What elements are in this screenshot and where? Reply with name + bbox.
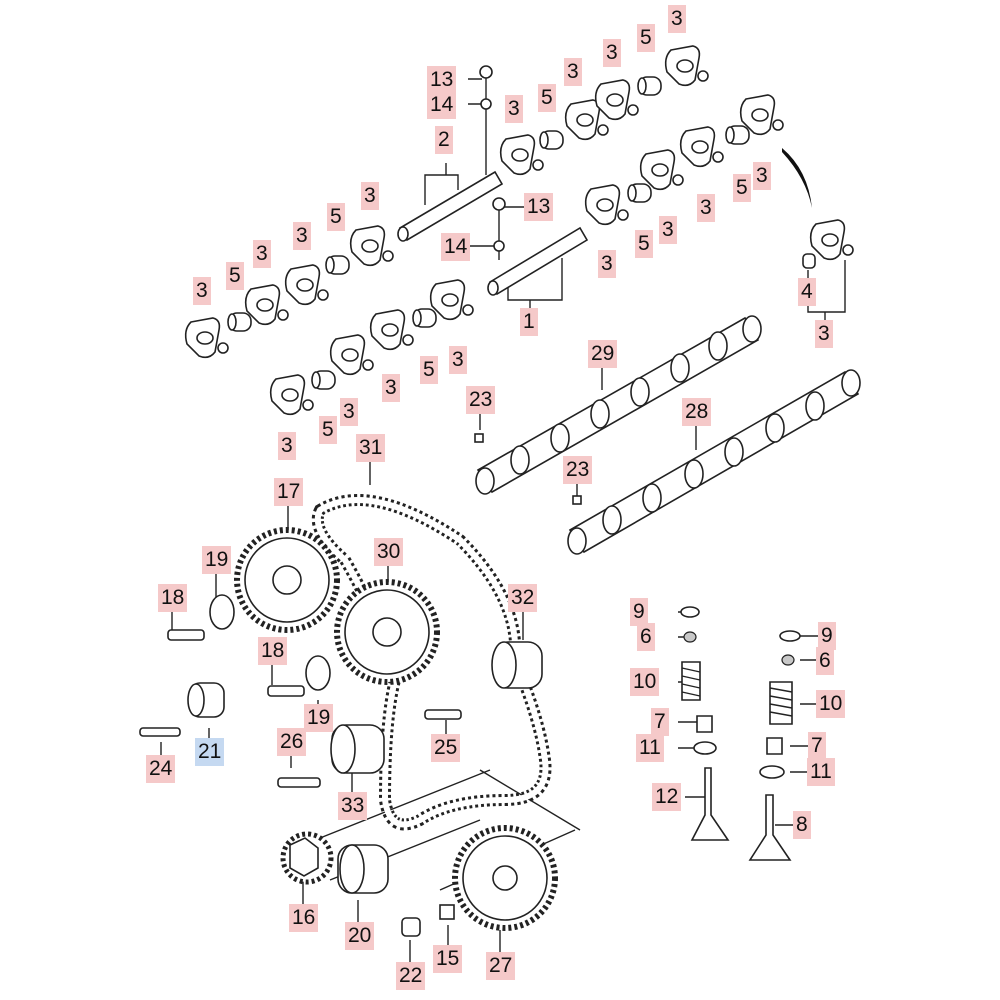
callout-31[interactable]: 31 xyxy=(356,434,386,462)
callout-3[interactable]: 3 xyxy=(193,277,211,305)
idler-32 xyxy=(491,641,543,689)
callout-10[interactable]: 10 xyxy=(630,668,660,696)
callout-3[interactable]: 3 xyxy=(603,39,621,67)
callout-11[interactable]: 11 xyxy=(636,734,664,762)
callout-20[interactable]: 20 xyxy=(345,922,375,950)
callout-25[interactable]: 25 xyxy=(431,734,461,762)
callout-9[interactable]: 9 xyxy=(630,598,648,626)
callout-5[interactable]: 5 xyxy=(635,230,653,258)
callout-5[interactable]: 5 xyxy=(327,203,345,231)
callout-13[interactable]: 13 xyxy=(427,66,457,94)
callout-24[interactable]: 24 xyxy=(146,755,176,783)
callout-7[interactable]: 7 xyxy=(651,708,669,736)
callout-5[interactable]: 5 xyxy=(538,84,556,112)
callout-3[interactable]: 3 xyxy=(253,240,271,268)
callout-10[interactable]: 10 xyxy=(816,690,846,718)
callout-21[interactable]: 21 xyxy=(195,738,225,766)
valve-assembly-right xyxy=(748,630,801,861)
callout-29[interactable]: 29 xyxy=(588,340,618,368)
callout-30[interactable]: 30 xyxy=(374,538,404,566)
callout-27[interactable]: 27 xyxy=(486,952,516,980)
callout-18[interactable]: 18 xyxy=(258,637,288,665)
callout-19[interactable]: 19 xyxy=(304,704,334,732)
idler-21 xyxy=(187,682,225,718)
callout-14[interactable]: 14 xyxy=(427,91,457,119)
callout-8[interactable]: 8 xyxy=(793,811,811,839)
callout-9[interactable]: 9 xyxy=(818,622,836,650)
callout-32[interactable]: 32 xyxy=(508,584,538,612)
callout-6[interactable]: 6 xyxy=(816,647,834,675)
cam-sprocket-30 xyxy=(334,579,440,685)
callout-5[interactable]: 5 xyxy=(319,416,337,444)
sprocket-27 xyxy=(452,825,558,931)
valve-assembly-left xyxy=(680,606,730,841)
callout-14[interactable]: 14 xyxy=(441,233,471,261)
callout-16[interactable]: 16 xyxy=(289,904,319,932)
callout-28[interactable]: 28 xyxy=(682,398,712,426)
callout-12[interactable]: 12 xyxy=(652,783,682,811)
callout-3[interactable]: 3 xyxy=(505,95,523,123)
callout-3[interactable]: 3 xyxy=(278,432,296,460)
callout-11[interactable]: 11 xyxy=(807,758,835,786)
callout-3[interactable]: 3 xyxy=(753,162,771,190)
rocker-shaft-lower xyxy=(487,197,589,296)
callout-2[interactable]: 2 xyxy=(435,126,453,154)
callout-3[interactable]: 3 xyxy=(564,58,582,86)
washer-19 xyxy=(209,594,331,691)
callout-3[interactable]: 3 xyxy=(668,5,686,33)
callout-26[interactable]: 26 xyxy=(277,728,307,756)
callout-3[interactable]: 3 xyxy=(449,346,467,374)
rocker-arms xyxy=(184,45,854,416)
camshaft-28 xyxy=(474,369,861,555)
callout-3[interactable]: 3 xyxy=(293,222,311,250)
callout-3[interactable]: 3 xyxy=(361,182,379,210)
callout-3[interactable]: 3 xyxy=(382,374,400,402)
tensioner-33 xyxy=(330,724,385,774)
callout-23[interactable]: 23 xyxy=(466,386,496,414)
crank-sprocket-16 xyxy=(280,831,334,885)
callout-13[interactable]: 13 xyxy=(524,193,554,221)
callout-7[interactable]: 7 xyxy=(808,732,826,760)
callout-19[interactable]: 19 xyxy=(202,546,232,574)
callout-15[interactable]: 15 xyxy=(433,945,463,973)
cam-sprocket-17 xyxy=(234,527,340,633)
callout-3[interactable]: 3 xyxy=(340,398,358,426)
callout-3[interactable]: 3 xyxy=(697,194,715,222)
pulley-20 xyxy=(337,844,389,894)
callout-3[interactable]: 3 xyxy=(815,320,833,348)
camshaft-29 xyxy=(475,315,762,495)
callout-4[interactable]: 4 xyxy=(798,278,816,306)
nut-22-washer-15 xyxy=(401,904,455,937)
callout-17[interactable]: 17 xyxy=(274,478,304,506)
callout-5[interactable]: 5 xyxy=(226,262,244,290)
callout-5[interactable]: 5 xyxy=(637,24,655,52)
bolts-18 xyxy=(139,629,462,788)
rocker-shaft-upper xyxy=(397,65,504,242)
callout-6[interactable]: 6 xyxy=(637,623,655,651)
callout-18[interactable]: 18 xyxy=(158,584,188,612)
callout-3[interactable]: 3 xyxy=(598,250,616,278)
callout-33[interactable]: 33 xyxy=(338,792,368,820)
callout-5[interactable]: 5 xyxy=(733,174,751,202)
callout-3[interactable]: 3 xyxy=(659,216,677,244)
callout-5[interactable]: 5 xyxy=(420,356,438,384)
callout-23[interactable]: 23 xyxy=(563,456,593,484)
callout-1[interactable]: 1 xyxy=(520,308,538,336)
callout-22[interactable]: 22 xyxy=(396,962,426,990)
